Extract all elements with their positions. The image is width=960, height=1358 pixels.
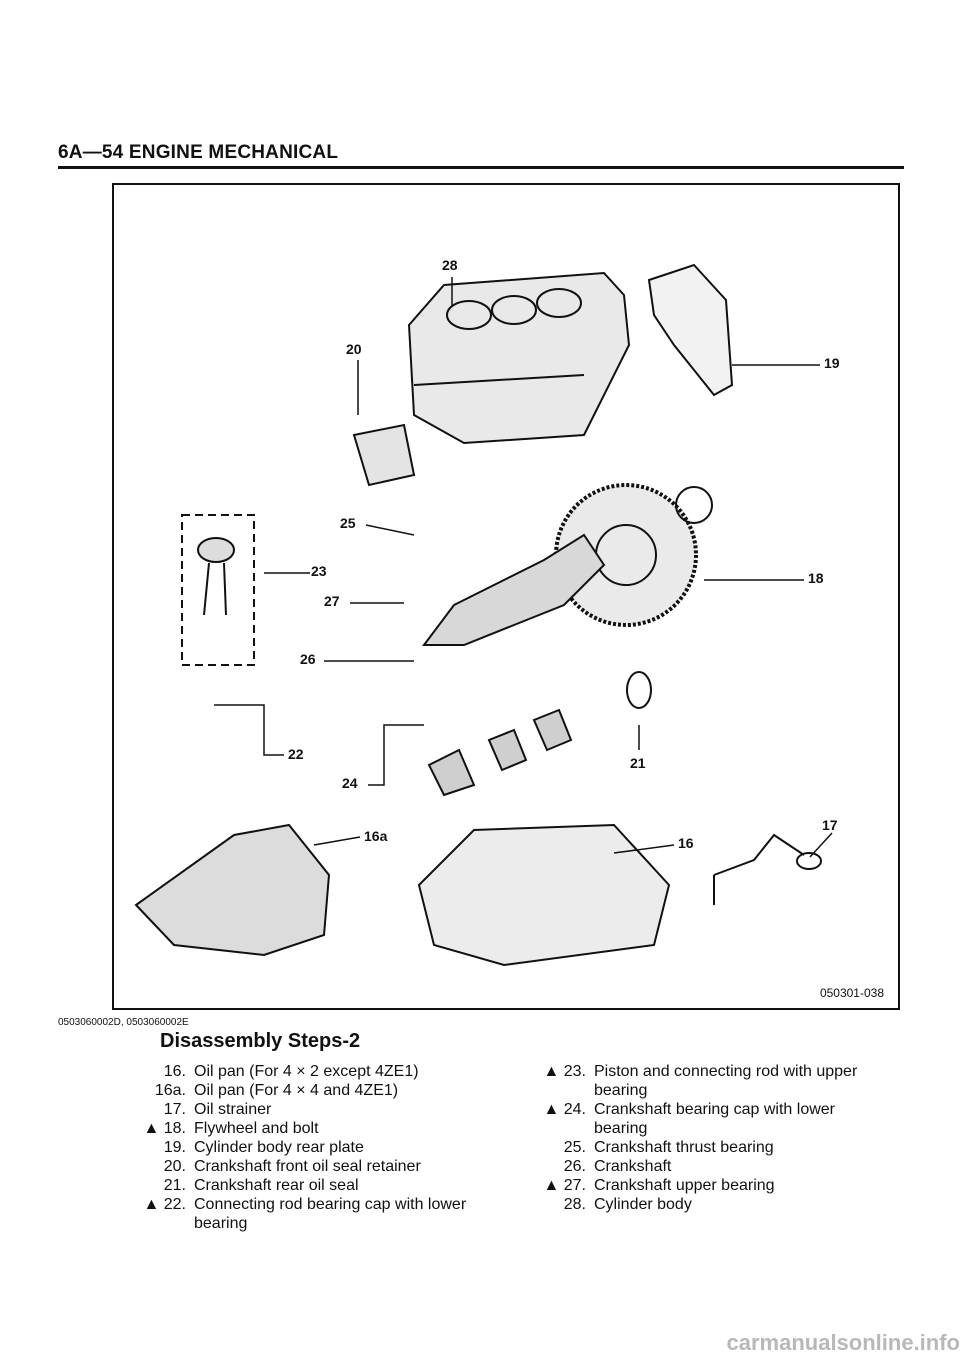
- callout-24: 24: [342, 775, 358, 791]
- callout-26: 26: [300, 651, 316, 667]
- callout-16a: 16a: [364, 828, 388, 844]
- step-text: Oil pan (For 4 × 4 and 4ZE1): [194, 1082, 399, 1099]
- exploded-diagram: 28 20 19 25 23 27 18 26 22 21 24 16a 16 …: [112, 183, 900, 1010]
- step-item: 20. Crankshaft front oil seal retainer: [142, 1157, 482, 1176]
- page-header: 6A—54 ENGINE MECHANICAL: [58, 142, 339, 163]
- step-item: ▲ 18. Flywheel and bolt: [142, 1119, 482, 1138]
- callout-19: 19: [824, 355, 840, 371]
- step-item: ▲ 27. Crankshaft upper bearing: [542, 1176, 872, 1195]
- rear-oil-seal-shape: [626, 671, 652, 709]
- step-number: 28.: [563, 1196, 586, 1213]
- callout-22: 22: [288, 746, 304, 762]
- step-number: ▲ 18.: [143, 1120, 186, 1137]
- step-number: 25.: [563, 1139, 586, 1156]
- step-text: Crankshaft upper bearing: [594, 1177, 775, 1194]
- step-item: ▲ 23. Piston and connecting rod with uppe…: [542, 1062, 872, 1100]
- document-ids: 0503060002D, 0503060002E: [58, 1017, 189, 1028]
- piston-box: [181, 514, 255, 666]
- callout-17: 17: [822, 817, 838, 833]
- bearing-caps-shape: [427, 708, 573, 797]
- step-item: 21. Crankshaft rear oil seal: [142, 1176, 482, 1195]
- section-title: Disassembly Steps-2: [160, 1030, 361, 1052]
- step-number: 17.: [163, 1101, 186, 1118]
- rear-plate-shape: [647, 263, 734, 397]
- engine-parts-drawing: [134, 263, 833, 967]
- callout-23: 23: [311, 563, 327, 579]
- step-number: ▲ 27.: [543, 1177, 586, 1194]
- step-item: 28. Cylinder body: [542, 1195, 872, 1214]
- oil-strainer-shape: [713, 833, 805, 905]
- step-item: ▲ 22. Connecting rod bearing cap with low…: [142, 1195, 482, 1233]
- step-text: Cylinder body: [594, 1196, 692, 1213]
- callout-27: 27: [324, 593, 340, 609]
- step-item: 25. Crankshaft thrust bearing: [542, 1138, 872, 1157]
- step-number: 16a.: [154, 1082, 186, 1099]
- crankshaft-shape: [422, 533, 606, 646]
- step-item: 16a. Oil pan (For 4 × 4 and 4ZE1): [142, 1081, 482, 1100]
- figure-code: 050301-038: [819, 986, 884, 1000]
- callout-20: 20: [346, 341, 362, 357]
- step-number: ▲ 22.: [143, 1196, 186, 1213]
- oil-pan-16-shape: [417, 823, 671, 967]
- step-text: Flywheel and bolt: [194, 1120, 319, 1137]
- step-text: Oil strainer: [194, 1101, 272, 1118]
- steps-list-left: 16. Oil pan (For 4 × 2 except 4ZE1) 16a. O…: [142, 1062, 482, 1233]
- step-item: 17. Oil strainer: [142, 1100, 482, 1119]
- step-text: Crankshaft bearing cap with lower bearin…: [594, 1101, 836, 1137]
- step-item: ▲ 24. Crankshaft bearing cap with lower b…: [542, 1100, 872, 1138]
- step-text: Connecting rod bearing cap with lower be…: [194, 1196, 467, 1232]
- step-number: 26.: [563, 1158, 586, 1175]
- seal-retainer-shape: [352, 423, 416, 487]
- step-number: 16.: [163, 1063, 186, 1080]
- callout-25: 25: [340, 515, 356, 531]
- step-text: Crankshaft: [594, 1158, 672, 1175]
- callout-21: 21: [630, 755, 646, 771]
- callout-16: 16: [678, 835, 694, 851]
- header-rule: [58, 166, 904, 169]
- watermark: carmanualsonline.info: [726, 1330, 960, 1355]
- step-number: 20.: [163, 1158, 186, 1175]
- step-number: ▲ 24.: [543, 1101, 586, 1118]
- oil-pan-16a-shape: [134, 823, 331, 957]
- step-text: Piston and connecting rod with upper bea…: [594, 1063, 858, 1099]
- step-number: 19.: [163, 1139, 186, 1156]
- cylinder-body-shape: [407, 271, 631, 445]
- steps-list-right: ▲ 23. Piston and connecting rod with uppe…: [542, 1062, 872, 1214]
- step-item: 19. Cylinder body rear plate: [142, 1138, 482, 1157]
- step-number: 21.: [163, 1177, 186, 1194]
- callout-28: 28: [442, 257, 458, 273]
- step-text: Crankshaft front oil seal retainer: [194, 1158, 421, 1175]
- step-text: Crankshaft rear oil seal: [194, 1177, 359, 1194]
- step-number: ▲ 23.: [543, 1063, 586, 1080]
- step-item: 16. Oil pan (For 4 × 2 except 4ZE1): [142, 1062, 482, 1081]
- step-item: 26. Crankshaft: [542, 1157, 872, 1176]
- step-text: Cylinder body rear plate: [194, 1139, 364, 1156]
- step-text: Oil pan (For 4 × 2 except 4ZE1): [194, 1063, 419, 1080]
- step-text: Crankshaft thrust bearing: [594, 1139, 774, 1156]
- flywheel-shape: [554, 483, 698, 627]
- callout-18: 18: [808, 570, 824, 586]
